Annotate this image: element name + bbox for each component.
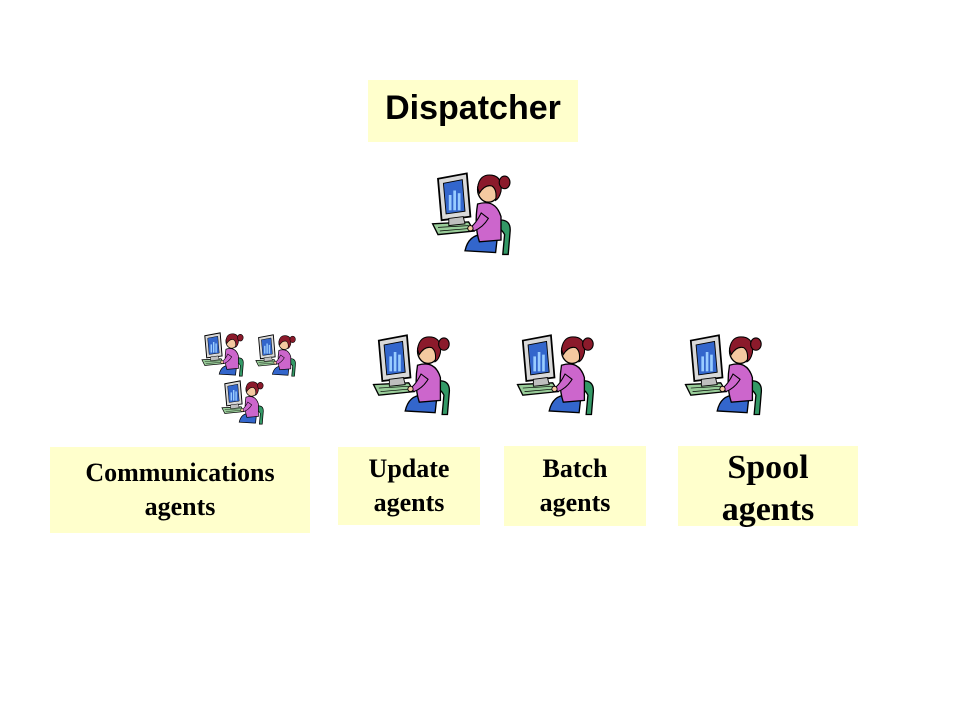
person-at-computer-icon: [200, 330, 248, 378]
person-at-computer-icon: [254, 332, 300, 378]
batch-agents-label: Batch agents: [539, 454, 611, 517]
dispatcher-box: Dispatcher: [368, 80, 578, 142]
update-agents-label: Update agents: [368, 454, 450, 517]
spool-agents-box: Spool agents: [678, 446, 858, 528]
person-at-computer-icon: [428, 168, 520, 258]
person-at-computer-icon: [368, 330, 460, 418]
person-at-computer-icon: [220, 378, 268, 426]
person-at-computer-icon: [512, 330, 604, 418]
person-at-computer-icon: [680, 330, 772, 418]
batch-agents-box: Batch agents: [504, 446, 646, 526]
dispatcher-label: Dispatcher: [385, 89, 561, 127]
communications-agents-label: Communications agents: [85, 458, 275, 521]
update-agents-box: Update agents: [338, 447, 480, 525]
communications-agents-box: Communications agents: [50, 447, 310, 533]
spool-agents-label: Spool agents: [721, 448, 815, 529]
